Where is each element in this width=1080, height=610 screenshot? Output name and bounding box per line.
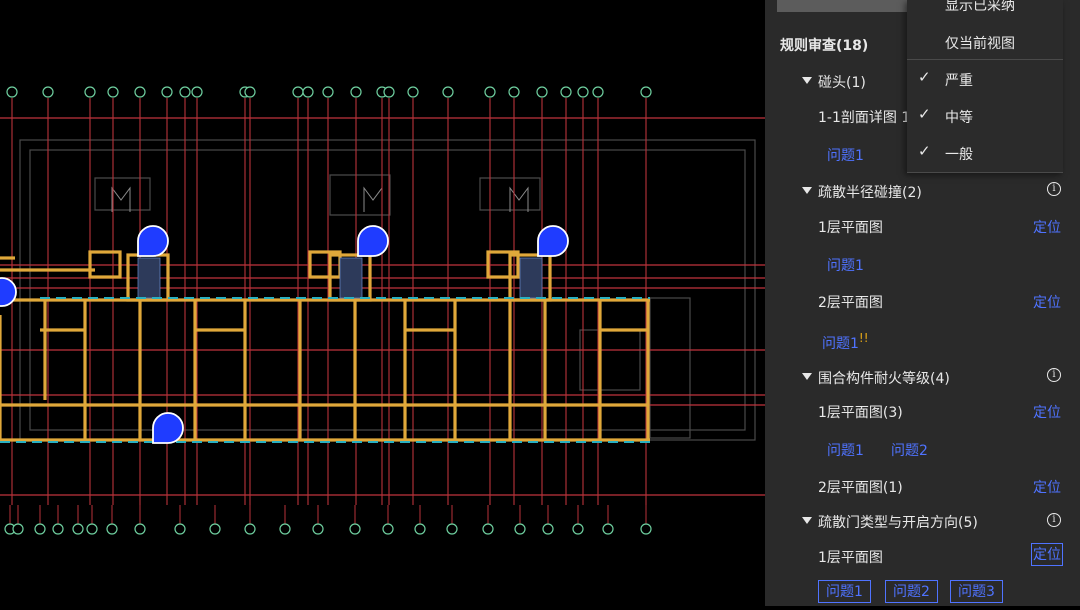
issue-link[interactable]: 问题1	[827, 258, 864, 274]
panel-tab-bar[interactable]	[777, 0, 907, 12]
group-title[interactable]: 疏散门类型与开启方向(5)	[818, 515, 978, 531]
group-title[interactable]: 疏散半径碰撞(2)	[818, 185, 922, 201]
check-icon: ✓	[918, 142, 931, 160]
cad-drawing-canvas[interactable]	[0, 0, 765, 606]
drawing-label[interactable]: 1-1剖面详图 1	[818, 110, 911, 126]
caret-down-icon[interactable]	[802, 77, 812, 84]
current-view-option[interactable]: 仅当前视图	[945, 36, 1015, 52]
section-title: 规则审查(18)	[780, 38, 869, 54]
caret-down-icon[interactable]	[802, 373, 812, 380]
filter-dropdown[interactable]: 显示已采纳 仅当前视图 ✓ 严重 ✓ 中等 ✓ 一般	[907, 0, 1063, 173]
issue-marker-icon[interactable]	[137, 225, 169, 257]
locate-button[interactable]: 定位	[1033, 220, 1061, 236]
caret-down-icon[interactable]	[802, 187, 812, 194]
issue-marker-icon[interactable]	[537, 225, 569, 257]
group-title[interactable]: 围合构件耐火等级(4)	[818, 371, 950, 387]
info-icon[interactable]: i	[1047, 368, 1061, 382]
show-adopted-option[interactable]: 显示已采纳	[945, 0, 1015, 14]
info-icon[interactable]: i	[1047, 513, 1061, 527]
severity-critical-option[interactable]: 严重	[945, 73, 973, 89]
issue-marker-icon[interactable]	[152, 412, 184, 444]
check-icon: ✓	[918, 105, 931, 123]
severity-general-option[interactable]: 一般	[945, 147, 973, 163]
locate-button[interactable]: 定位	[1033, 480, 1061, 496]
locate-button[interactable]: 定位	[1033, 405, 1061, 421]
drawing-label[interactable]: 2层平面图(1)	[818, 480, 903, 496]
drawing-label[interactable]: 1层平面图	[818, 550, 883, 566]
issue-link[interactable]: 问题3	[950, 580, 1003, 603]
severity-medium-option[interactable]: 中等	[945, 110, 973, 126]
issue-link[interactable]: 问题1!!	[822, 331, 869, 352]
issue-link[interactable]: 问题1	[818, 580, 871, 603]
locate-button[interactable]: 定位	[1033, 295, 1061, 311]
group-title[interactable]: 碰头(1)	[818, 75, 866, 91]
issue-link[interactable]: 问题1	[827, 443, 864, 459]
drawing-label[interactable]: 1层平面图(3)	[818, 405, 903, 421]
drawing-label[interactable]: 2层平面图	[818, 295, 883, 311]
floor-plan-drawing	[0, 86, 765, 535]
issue-marker-icon[interactable]	[0, 277, 17, 307]
drawing-label[interactable]: 1层平面图	[818, 220, 883, 236]
issue-link[interactable]: 问题2	[891, 443, 928, 459]
check-icon: ✓	[918, 68, 931, 86]
warning-mark: !!	[858, 331, 869, 345]
caret-down-icon[interactable]	[802, 517, 812, 524]
issue-link[interactable]: 问题2	[885, 580, 938, 603]
dropdown-divider	[907, 59, 1063, 60]
info-icon[interactable]: i	[1047, 182, 1061, 196]
locate-button[interactable]: 定位	[1031, 543, 1063, 566]
issue-marker-icon[interactable]	[357, 225, 389, 257]
issue-link[interactable]: 问题1	[827, 148, 864, 164]
